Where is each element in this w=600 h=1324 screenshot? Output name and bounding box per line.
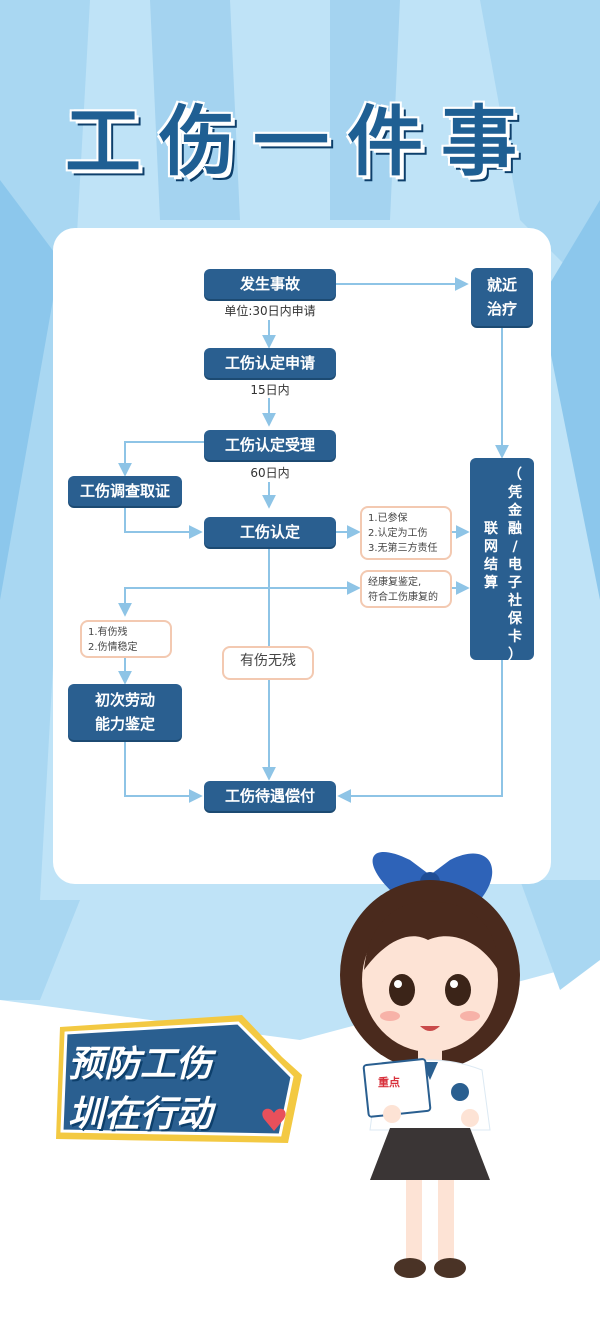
condition-stable: 2.伤情稳定 xyxy=(88,642,138,653)
badge-shape xyxy=(56,1015,302,1143)
condition-no-third-party: 3.无第三方责任 xyxy=(368,543,438,554)
book-label: 重点 xyxy=(378,1075,400,1089)
unit-deadline-note: 单位:30日内申请 xyxy=(224,304,316,318)
condition-disability: 1.有伤残 xyxy=(88,627,128,638)
mascot-girl: 重点 xyxy=(340,851,520,1278)
investigate-box: 工伤调查取证 xyxy=(68,476,182,506)
disability-conditions: 1.有伤残 2.伤情稳定 xyxy=(80,620,172,658)
payment-box: 工伤待遇偿付 xyxy=(204,781,336,811)
condition-work-injury: 2.认定为工伤 xyxy=(368,528,428,539)
apply-box: 工伤认定申请 xyxy=(204,348,336,378)
appraisal-line2: 能力鉴定 xyxy=(94,715,155,733)
slogan-line1: 预防工伤 xyxy=(68,1044,213,1085)
accident-box: 发生事故 xyxy=(204,269,336,299)
settlement-col-network: 联 网 结 算 xyxy=(484,521,498,591)
treatment-line1: 就近 xyxy=(486,276,517,294)
rehab-line2: 符合工伤康复的 xyxy=(368,592,438,603)
deadline-15-note: 15日内 xyxy=(250,383,290,397)
slogan-line2: 圳在行动 xyxy=(68,1094,213,1135)
deadline-60-note: 60日内 xyxy=(250,466,290,480)
recognition-box: 工伤认定 xyxy=(204,517,336,547)
treatment-line2: 治疗 xyxy=(486,300,517,318)
page-title: 工伤一件事 xyxy=(65,97,535,186)
settlement-box: （ 凭 金 融 / 电 子 社 保 卡 ） 联 网 结 算 xyxy=(470,458,534,663)
rehab-conditions: 经康复鉴定, 符合工伤康复的 xyxy=(360,570,452,608)
slogan-badge: 预防工伤 圳在行动 xyxy=(52,1015,302,1145)
accept-box: 工伤认定受理 xyxy=(204,430,336,460)
insured-conditions: 1.已参保 2.认定为工伤 3.无第三方责任 xyxy=(360,506,452,560)
treatment-box: 就近 治疗 xyxy=(471,268,533,326)
appraisal-box: 初次劳动 能力鉴定 xyxy=(68,684,182,740)
settlement-col-card: （ 凭 金 融 / 电 子 社 保 卡 ） xyxy=(508,467,522,663)
logo-badge-icon xyxy=(451,1083,469,1101)
no-disability-box: 有伤无残 xyxy=(222,646,314,680)
heart-icon xyxy=(262,1108,286,1131)
condition-insured: 1.已参保 xyxy=(368,513,408,524)
rehab-line1: 经康复鉴定, xyxy=(368,577,422,588)
appraisal-line1: 初次劳动 xyxy=(94,691,155,709)
